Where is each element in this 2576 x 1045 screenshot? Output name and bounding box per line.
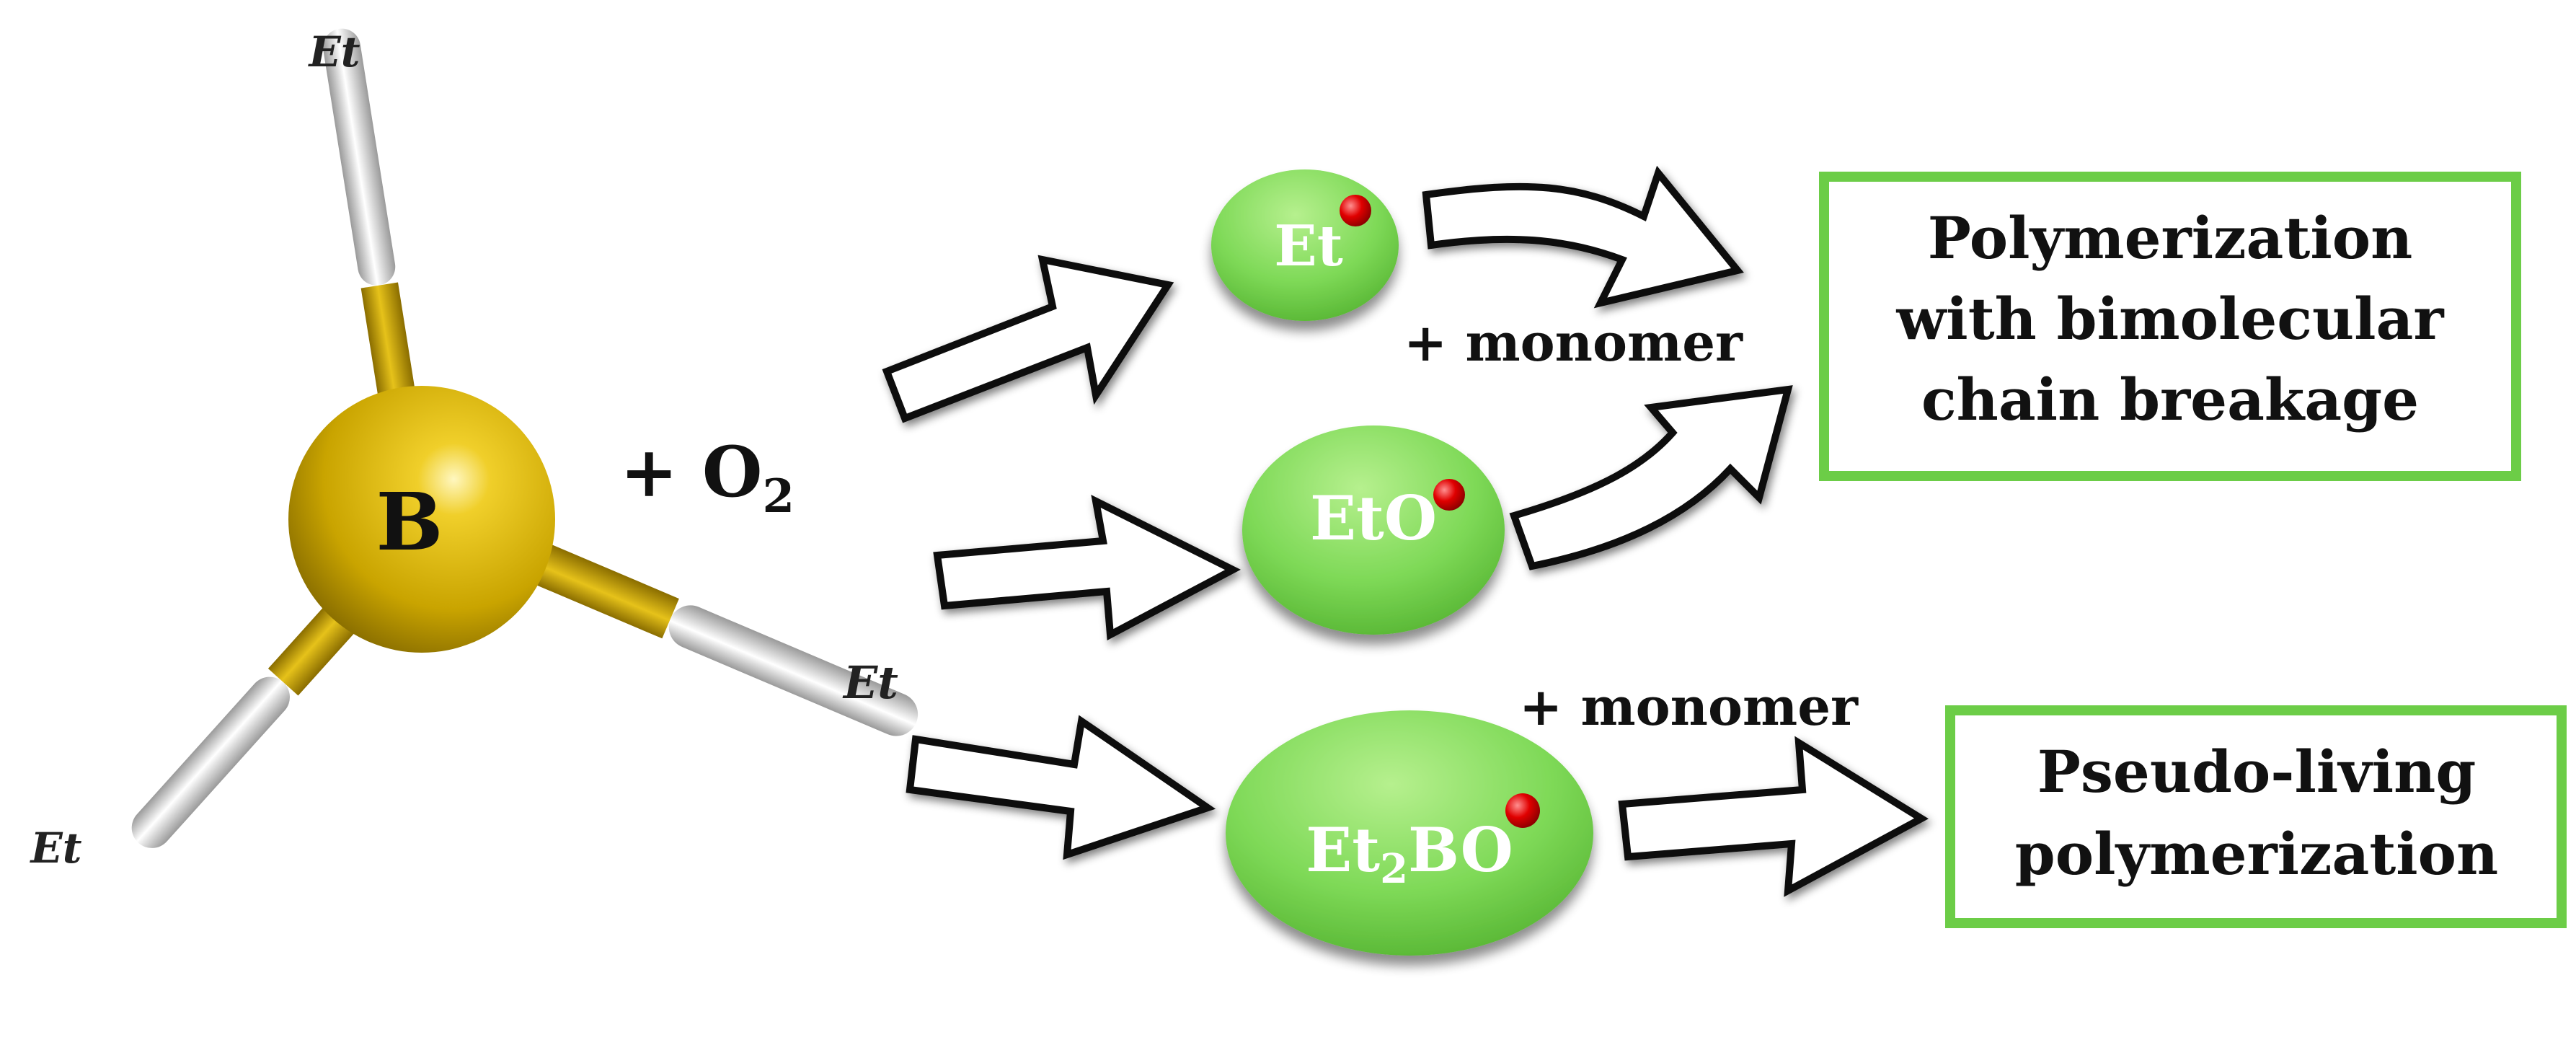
oxygen-reagent-prefix: + O — [620, 431, 762, 513]
outcome-pseudoliving-line-2: polymerization — [2015, 820, 2498, 888]
outcome-box-pseudoliving: Pseudo-living polymerization — [1945, 705, 2567, 928]
radical-ethyl-label: Et — [1274, 213, 1342, 279]
radical-borinate — [1226, 710, 1593, 956]
boron-label: B — [376, 475, 443, 568]
arrow-to-ethyl-radical — [882, 255, 1174, 423]
radical-ethyl-main: Et — [1274, 213, 1342, 279]
outcome-box-bimolecular: Polymerization with bimolecular chain br… — [1819, 172, 2521, 481]
arrow-borinate-to-pseudoliving — [1618, 736, 1929, 897]
radical-borinate-main: Et — [1306, 814, 1380, 886]
outcome-bimolecular-line-1: Polymerization — [1928, 204, 2412, 272]
triethylborane-molecule: B Et Et Et — [30, 27, 919, 873]
arrow-to-ethoxy-radical — [933, 495, 1241, 640]
outcome-bimolecular-line-3: chain breakage — [1921, 366, 2419, 433]
radical-borinate-tail: BO — [1408, 814, 1513, 886]
radical-dot-ethoxy — [1433, 479, 1465, 511]
outcome-pseudoliving-line-1: Pseudo-living — [2037, 738, 2477, 806]
boron-atom — [288, 386, 555, 653]
radical-ethoxy-label: EtO — [1310, 482, 1437, 554]
outcome-bimolecular-line-2: with bimolecular — [1895, 285, 2444, 353]
bond-lower-right — [496, 528, 919, 736]
oxygen-reagent-label: + O2 — [620, 431, 795, 524]
ethyl-label-top: Et — [308, 27, 360, 76]
ethyl-label-right: Et — [842, 656, 898, 709]
ethyl-label-left: Et — [30, 824, 82, 873]
oxygen-reagent-subscript: 2 — [762, 469, 795, 524]
radical-borinate-label: Et2BO — [1306, 814, 1513, 893]
arrow-ethoxy-to-polymerization — [1509, 385, 1793, 570]
radical-ethoxy — [1242, 426, 1505, 635]
monomer-label-lower: + monomer — [1519, 676, 1859, 737]
arrow-to-borinate-radical — [906, 715, 1216, 860]
monomer-label-upper: + monomer — [1404, 312, 1743, 373]
radical-dot-borinate — [1505, 793, 1540, 828]
radical-borinate-sub: 2 — [1380, 845, 1408, 893]
radical-ethoxy-main: EtO — [1310, 482, 1437, 554]
radical-dot-ethyl — [1340, 195, 1371, 226]
arrow-ethyl-to-polymerization — [1422, 165, 1744, 309]
